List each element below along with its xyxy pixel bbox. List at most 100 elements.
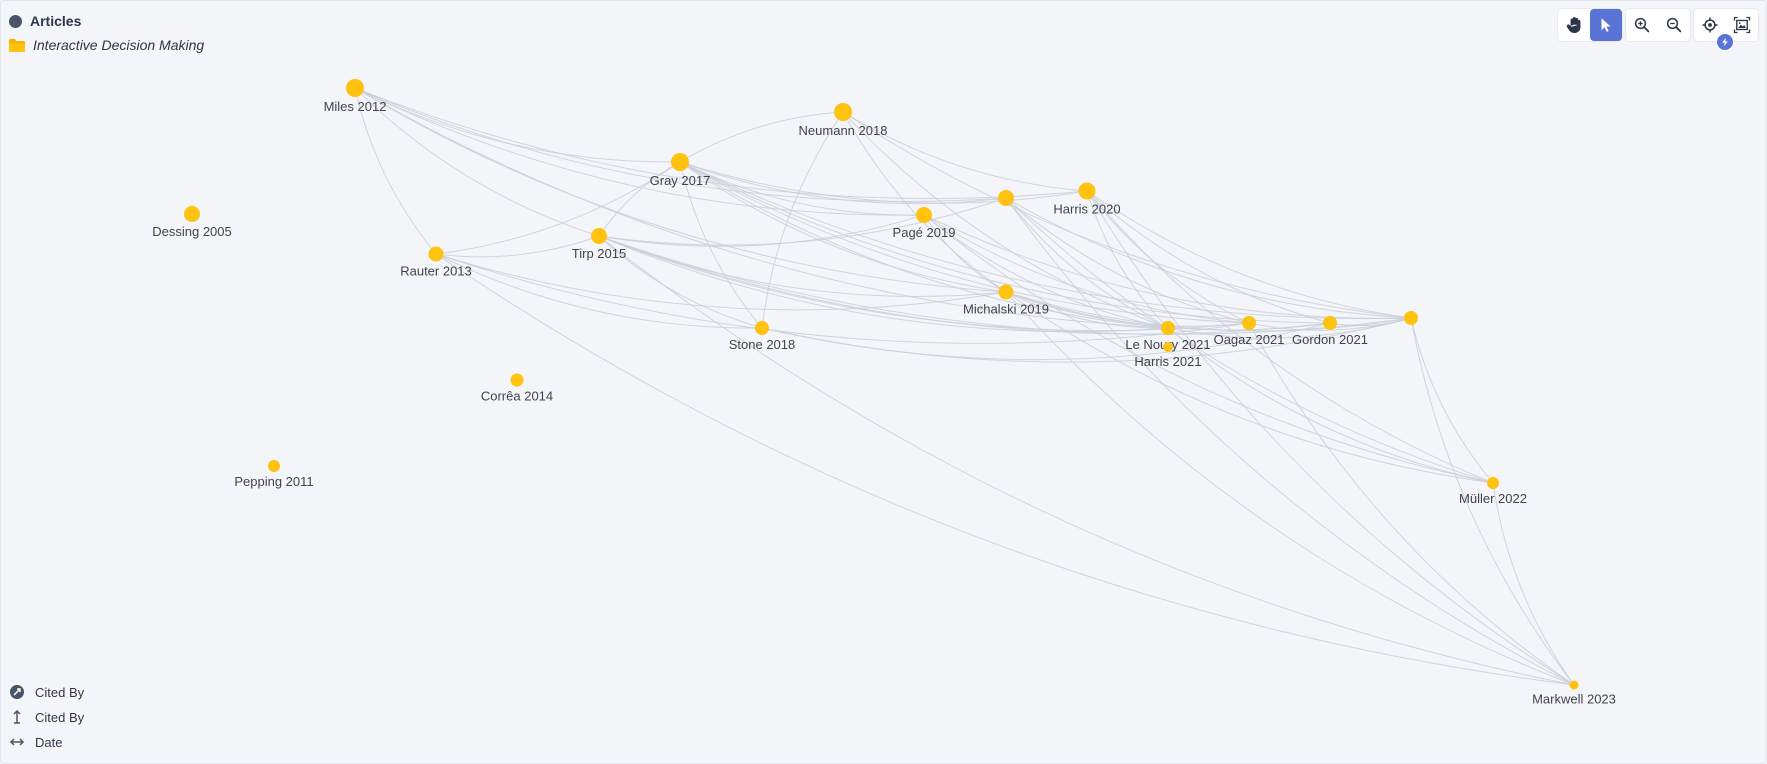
citation-edge <box>1410 317 1575 686</box>
paper-node-label: Tirp 2015 <box>572 246 626 261</box>
zoom-in-icon <box>1634 17 1650 33</box>
zoom-tools <box>1626 9 1690 41</box>
citation-edge <box>679 161 1088 204</box>
paper-node[interactable]: Oagaz 2021 <box>1214 316 1285 347</box>
citation-edge <box>1005 197 1575 686</box>
citation-edge <box>354 87 925 216</box>
zoom-out-button[interactable] <box>1658 9 1690 41</box>
citation-edge <box>435 235 600 258</box>
citation-edge <box>1005 197 1412 319</box>
paper-node[interactable]: Neumann 2018 <box>799 103 888 138</box>
paper-node[interactable]: Miles 2012 <box>324 79 387 114</box>
paper-node[interactable]: Gray 2017 <box>650 153 711 188</box>
paper-node-circle[interactable] <box>591 228 607 244</box>
paper-node[interactable]: Corrêa 2014 <box>481 373 553 404</box>
citation-edge <box>1167 327 1494 484</box>
paper-node-circle[interactable] <box>834 103 852 121</box>
paper-node-circle[interactable] <box>1569 680 1579 690</box>
citation-edge <box>842 111 1412 319</box>
paper-node-circle[interactable] <box>671 153 689 171</box>
paper-node[interactable]: Stone 2018 <box>729 321 796 352</box>
pan-button[interactable] <box>1558 9 1590 41</box>
collection-row[interactable]: Interactive Decision Making <box>9 37 204 53</box>
center-button[interactable] <box>1694 9 1734 51</box>
paper-node-label: Stone 2018 <box>729 337 796 352</box>
citation-edge <box>598 235 763 329</box>
citation-edge <box>1086 190 1494 484</box>
select-button[interactable] <box>1590 9 1622 41</box>
citation-edge <box>679 161 1169 329</box>
paper-node[interactable]: Harris 2020 <box>1053 182 1121 217</box>
citation-edge <box>354 87 681 163</box>
paper-node-circle[interactable] <box>1078 182 1096 200</box>
size-icon <box>10 685 24 699</box>
hand-icon <box>1566 17 1581 33</box>
legend-label: Cited By <box>35 709 85 725</box>
paper-node[interactable]: Gordon 2021 <box>1292 316 1368 347</box>
citation-edge <box>842 111 1088 192</box>
paper-node-circle[interactable] <box>1163 342 1173 352</box>
paper-node-circle[interactable] <box>510 373 524 387</box>
legend-horizontal-axis: Date <box>9 731 84 753</box>
citation-edge <box>679 161 1412 319</box>
horizontal-axis-icon <box>9 738 25 746</box>
citation-edge <box>761 317 1412 363</box>
paper-node[interactable]: Harris 2021 <box>1134 342 1202 369</box>
citation-edge <box>354 87 1007 293</box>
citation-edge <box>1492 482 1575 686</box>
zoom-in-button[interactable] <box>1626 9 1658 41</box>
paper-node-circle[interactable] <box>346 79 364 97</box>
collection-name[interactable]: Interactive Decision Making <box>33 37 205 53</box>
citation-edge <box>923 214 1494 484</box>
paper-node[interactable]: Pepping 2011 <box>234 460 314 489</box>
view-title: Articles <box>30 13 82 29</box>
paper-node-circle[interactable] <box>428 246 444 262</box>
paper-node[interactable] <box>998 190 1014 206</box>
paper-node-circle[interactable] <box>755 321 769 335</box>
paper-node-circle[interactable] <box>268 460 280 472</box>
citation-edge <box>1248 322 1575 686</box>
paper-node-circle[interactable] <box>916 207 932 223</box>
lightning-badge <box>1716 33 1734 51</box>
paper-node[interactable]: Markwell 2023 <box>1532 680 1616 707</box>
zoom-out-icon <box>1666 17 1682 33</box>
paper-node-circle[interactable] <box>1242 316 1256 330</box>
paper-node-label: Rauter 2013 <box>400 264 472 279</box>
paper-node-circle[interactable] <box>184 206 200 222</box>
citation-edge <box>679 161 1250 324</box>
paper-node-circle[interactable] <box>1323 316 1337 330</box>
paper-node-circle[interactable] <box>1161 321 1175 335</box>
circle-icon <box>9 14 22 28</box>
crosshair-icon <box>1702 17 1718 33</box>
paper-node[interactable]: Rauter 2013 <box>400 246 472 279</box>
paper-node[interactable]: Pagé 2019 <box>893 207 956 240</box>
citation-edge <box>435 253 1250 344</box>
citation-edge <box>1167 317 1412 339</box>
fit-button[interactable] <box>1726 9 1758 41</box>
citation-edge <box>679 161 1007 293</box>
view-tools <box>1694 9 1758 51</box>
paper-node[interactable]: Tirp 2015 <box>572 228 626 261</box>
citation-edge <box>598 235 1169 333</box>
paper-node-circle[interactable] <box>998 190 1014 206</box>
paper-node-circle[interactable] <box>998 284 1014 300</box>
graph-toolbar <box>1558 9 1758 51</box>
folder-icon <box>9 38 25 52</box>
paper-node[interactable] <box>1404 311 1418 325</box>
paper-node-circle[interactable] <box>1487 477 1499 489</box>
paper-node-label: Harris 2021 <box>1134 354 1201 369</box>
paper-node[interactable]: Müller 2022 <box>1459 477 1527 506</box>
citation-edge <box>923 214 1169 329</box>
paper-node[interactable]: Michalski 2019 <box>963 284 1049 317</box>
paper-node-label: Oagaz 2021 <box>1214 332 1285 347</box>
paper-node-label: Miles 2012 <box>324 99 387 114</box>
citation-edge <box>1005 197 1250 324</box>
paper-node-circle[interactable] <box>1404 311 1418 325</box>
citation-edge <box>842 111 1169 329</box>
citation-edge <box>679 111 844 163</box>
citation-edge <box>354 87 600 237</box>
paper-node[interactable]: Dessing 2005 <box>152 206 232 239</box>
